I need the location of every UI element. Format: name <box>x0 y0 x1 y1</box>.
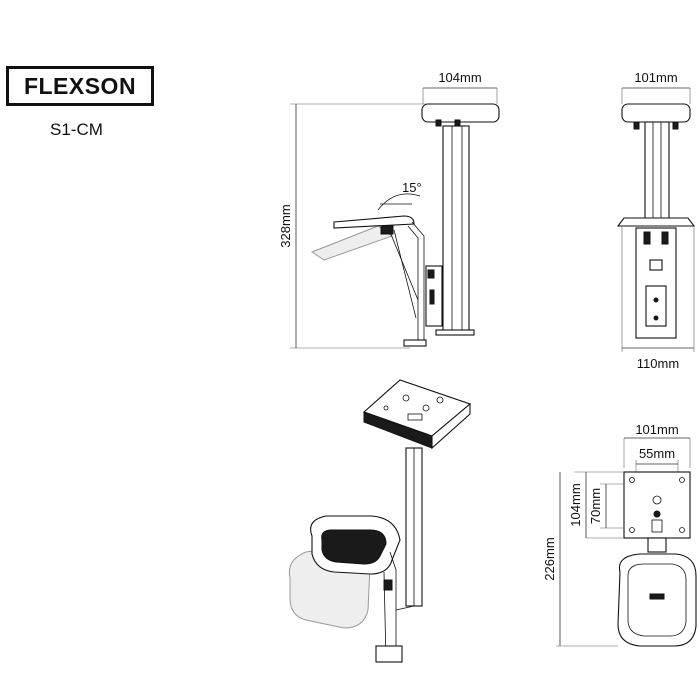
top-inner-width-label: 55mm <box>639 446 675 461</box>
side-height-label: 328mm <box>278 204 293 247</box>
angle-label: 15° <box>402 180 422 195</box>
perspective-view <box>288 379 472 663</box>
top-width-label: 101mm <box>635 422 678 437</box>
front-view: 101mm 110mm <box>616 70 696 371</box>
top-depth-label: 104mm <box>568 483 583 526</box>
top-inner-depth-label: 70mm <box>588 488 603 524</box>
side-width-label: 104mm <box>438 70 481 85</box>
top-view: 101mm 55mm 104mm 70mm 226mm <box>542 422 697 647</box>
front-bottom-width-label: 110mm <box>637 356 679 371</box>
side-view: 104mm 328mm 15° <box>278 70 500 349</box>
top-total-label: 226mm <box>542 537 557 580</box>
logo-text: FLEXSON <box>23 72 137 99</box>
flexson-logo: FLEXSON <box>6 66 154 106</box>
model-name: S1-CM <box>50 120 103 139</box>
front-top-width-label: 101mm <box>634 70 677 85</box>
